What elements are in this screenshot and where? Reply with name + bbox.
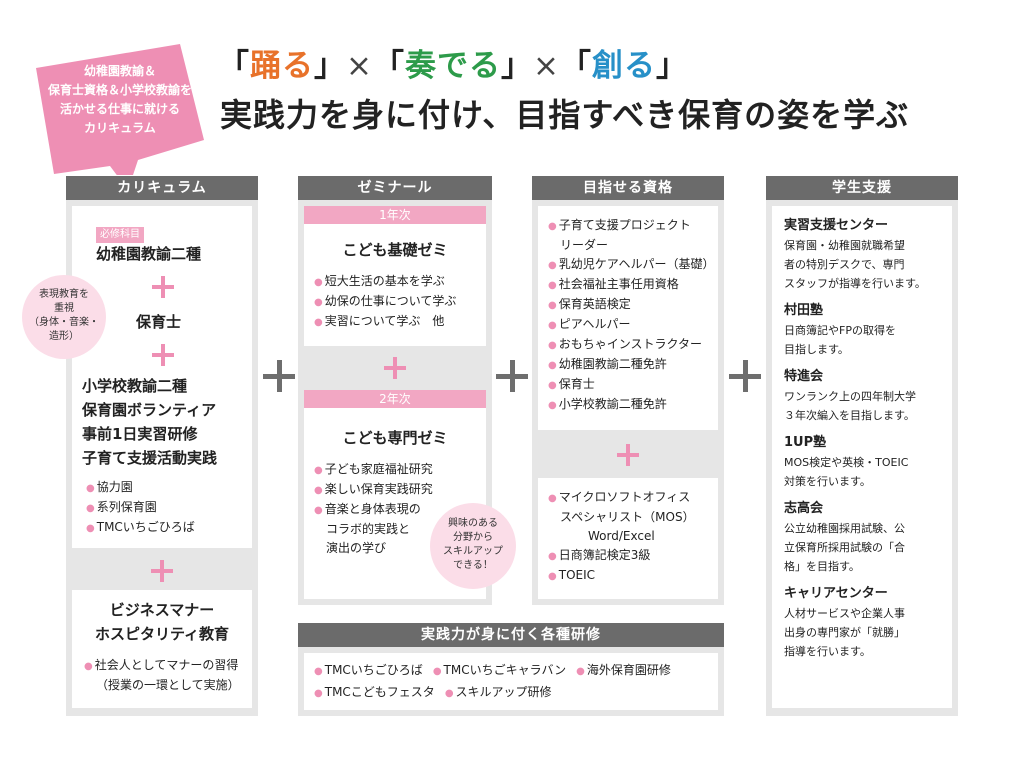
list-item: コラボ的実践と — [326, 522, 411, 536]
list-item: 演出の学び — [326, 541, 387, 555]
list-item: ●子育て支援プロジェクト — [548, 218, 691, 232]
list-item: ●社会福祉主事任用資格 — [548, 277, 679, 291]
business-title: ビジネスマナー ホスピタリティ教育 — [94, 601, 230, 643]
qualifications-list-2: ●マイクロソフトオフィス スペシャリスト（MOS） Word/Excel ●日商… — [548, 488, 695, 586]
qualifications-panel-1: ●子育て支援プロジェクト リーダー ●乳幼児ケアヘルパー（基礎） ●社会福祉主事… — [538, 206, 718, 430]
list-item: ●小学校教諭二種免許 — [548, 397, 667, 411]
list-item: ●海外保育園研修 — [576, 663, 671, 677]
support-item: 実習支援センター 保育園・幼稚園就職希望 者の特別デスクで、専門 スタッフが指導… — [784, 218, 926, 290]
course-block: 小学校教諭二種 保育園ボランティア 事前1日実習研修 子育て支援活動実践 — [82, 377, 218, 467]
year2-title: こども専門ゼミ — [342, 429, 448, 447]
qualifications-list-1: ●子育て支援プロジェクト リーダー ●乳幼児ケアヘルパー（基礎） ●社会福祉主事… — [548, 216, 715, 415]
curriculum-badge: 幼稚園教諭＆ 保育士資格＆小学校教諭を 活かせる仕事に就ける カリキュラム — [30, 40, 210, 175]
list-item: ●保育英語検定 — [548, 297, 631, 311]
list-item: ●楽しい保育実践研究 — [314, 482, 433, 496]
list-item: ●TMCこどもフェスタ — [314, 685, 435, 699]
headline-line2: 実践力を身に付け、目指すべき保育の姿を学ぶ — [220, 96, 910, 134]
support-item: 志高会 公立幼稚園採用試験、公 立保育所採用試験の「合 格」を目指す。 — [784, 501, 905, 573]
course-nursery: 保育士 — [136, 313, 182, 331]
training-panel: ●TMCいちごひろば ●TMCいちごキャラバン ●海外保育園研修 ●TMCこどもフェ… — [304, 653, 718, 710]
practice-list: ●協力園 ●系列保育園 ●TMCいちごひろば — [86, 478, 195, 538]
list-item: ●日商簿記検定3級 — [548, 548, 651, 562]
list-item: ●社会人としてマナーの習得 — [84, 658, 239, 672]
list-item: ●ピアヘルパー — [548, 317, 631, 331]
list-item: （授業の一環として実施） — [96, 678, 240, 692]
year1-label: 1年次 — [304, 206, 486, 224]
list-item: ●おもちゃインストラクター — [548, 337, 703, 351]
plus-icon — [152, 344, 174, 366]
list-item: ●幼保の仕事について学ぶ — [314, 294, 457, 308]
plus-icon — [384, 357, 406, 379]
business-list: ●社会人としてマナーの習得 （授業の一環として実施） — [84, 656, 240, 695]
list-item: ●TMCいちごひろば — [86, 520, 195, 534]
list-item: Word/Excel — [588, 529, 655, 543]
badge-text: 幼稚園教諭＆ 保育士資格＆小学校教諭を 活かせる仕事に就ける カリキュラム — [47, 64, 192, 135]
support-item: 村田塾 日商簿記やFPの取得を 目指します。 — [784, 303, 896, 356]
list-item: ●幼稚園教諭二種免許 — [548, 357, 667, 371]
list-item: ●協力園 — [86, 480, 133, 494]
year1-list: ●短大生活の基本を学ぶ ●幼保の仕事について学ぶ ●実習について学ぶ 他 — [314, 272, 456, 332]
year2-label: 2年次 — [304, 390, 486, 408]
support-item: 特進会 ワンランク上の四年制大学 ３年次編入を目指します。 — [784, 369, 916, 422]
seminar-year1-panel: 1年次 こども基礎ゼミ ●短大生活の基本を学ぶ ●幼保の仕事について学ぶ ●実習… — [304, 206, 486, 346]
skillup-circle: 興味のある 分野から スキルアップ できる！ — [430, 503, 516, 589]
list-item: ●子ども家庭福祉研究 — [314, 462, 433, 476]
training-header: 実践力が身に付く各種研修 — [298, 623, 724, 647]
seminar-header: ゼミナール — [298, 176, 492, 200]
qualifications-panel-2: ●マイクロソフトオフィス スペシャリスト（MOS） Word/Excel ●日商… — [538, 478, 718, 599]
training-row-1: ●TMCいちごひろば ●TMCいちごキャラバン ●海外保育園研修 — [314, 659, 681, 683]
qualifications-header: 目指せる資格 — [532, 176, 724, 200]
headline-line1: 「踊る」×「奏でる」×「創る」 — [218, 48, 688, 84]
curriculum-panel: 必修科目 幼稚園教諭二種 保育士 小学校教諭二種 保育園ボランティア 事前1日実… — [72, 206, 252, 548]
list-item: ●系列保育園 — [86, 500, 157, 514]
support-panel: 実習支援センター 保育園・幼稚園就職希望 者の特別デスクで、専門 スタッフが指導… — [772, 206, 952, 708]
list-item: ●短大生活の基本を学ぶ — [314, 274, 445, 288]
list-item: ●保育士 — [548, 377, 595, 391]
support-item: キャリアセンター 人材サービスや企業人事 出身の専門家が「就勝」 指導を行います… — [784, 586, 905, 658]
training-row-2: ●TMCこどもフェスタ ●スキルアップ研修 — [314, 681, 562, 705]
required-tag: 必修科目 — [96, 227, 144, 243]
plus-icon — [729, 360, 761, 392]
list-item: スペシャリスト（MOS） — [560, 510, 695, 524]
curriculum-header: カリキュラム — [66, 176, 258, 200]
plus-icon — [617, 444, 639, 466]
course-kindergarten: 幼稚園教諭二種 — [96, 245, 202, 263]
list-item: ●スキルアップ研修 — [444, 685, 552, 699]
list-item: ●音楽と身体表現の — [314, 502, 421, 516]
plus-icon — [263, 360, 295, 392]
list-item: ●TMCいちごひろば — [314, 663, 423, 677]
list-item: ●TMCいちごキャラバン — [432, 663, 567, 677]
plus-icon — [152, 276, 174, 298]
headline-word-dance: 踊る — [250, 48, 314, 84]
list-item: リーダー — [560, 238, 609, 252]
business-panel: ビジネスマナー ホスピタリティ教育 ●社会人としてマナーの習得 （授業の一環とし… — [72, 590, 252, 708]
list-item: ●乳幼児ケアヘルパー（基礎） — [548, 257, 715, 271]
list-item: ●実習について学ぶ 他 — [314, 314, 445, 328]
year1-title: こども基礎ゼミ — [342, 241, 448, 259]
support-header: 学生支援 — [766, 176, 958, 200]
list-item: ●TOEIC — [548, 568, 596, 582]
plus-icon — [151, 560, 173, 582]
year2-list: ●子ども家庭福祉研究 ●楽しい保育実践研究 ●音楽と身体表現の コラボ的実践と … — [314, 460, 433, 558]
expression-circle: 表現教育を 重視 （身体・音楽・ 造形） — [22, 275, 106, 359]
list-item: ●マイクロソフトオフィス — [548, 490, 691, 504]
support-list: 実習支援センター 保育園・幼稚園就職希望 者の特別デスクで、専門 スタッフが指導… — [784, 216, 950, 661]
support-item: 1UP塾 MOS検定や英検・TOEIC 対策を行います。 — [784, 435, 909, 488]
headline-word-play: 奏でる — [404, 48, 501, 84]
plus-icon — [496, 360, 528, 392]
headline-word-create: 創る — [591, 48, 656, 84]
